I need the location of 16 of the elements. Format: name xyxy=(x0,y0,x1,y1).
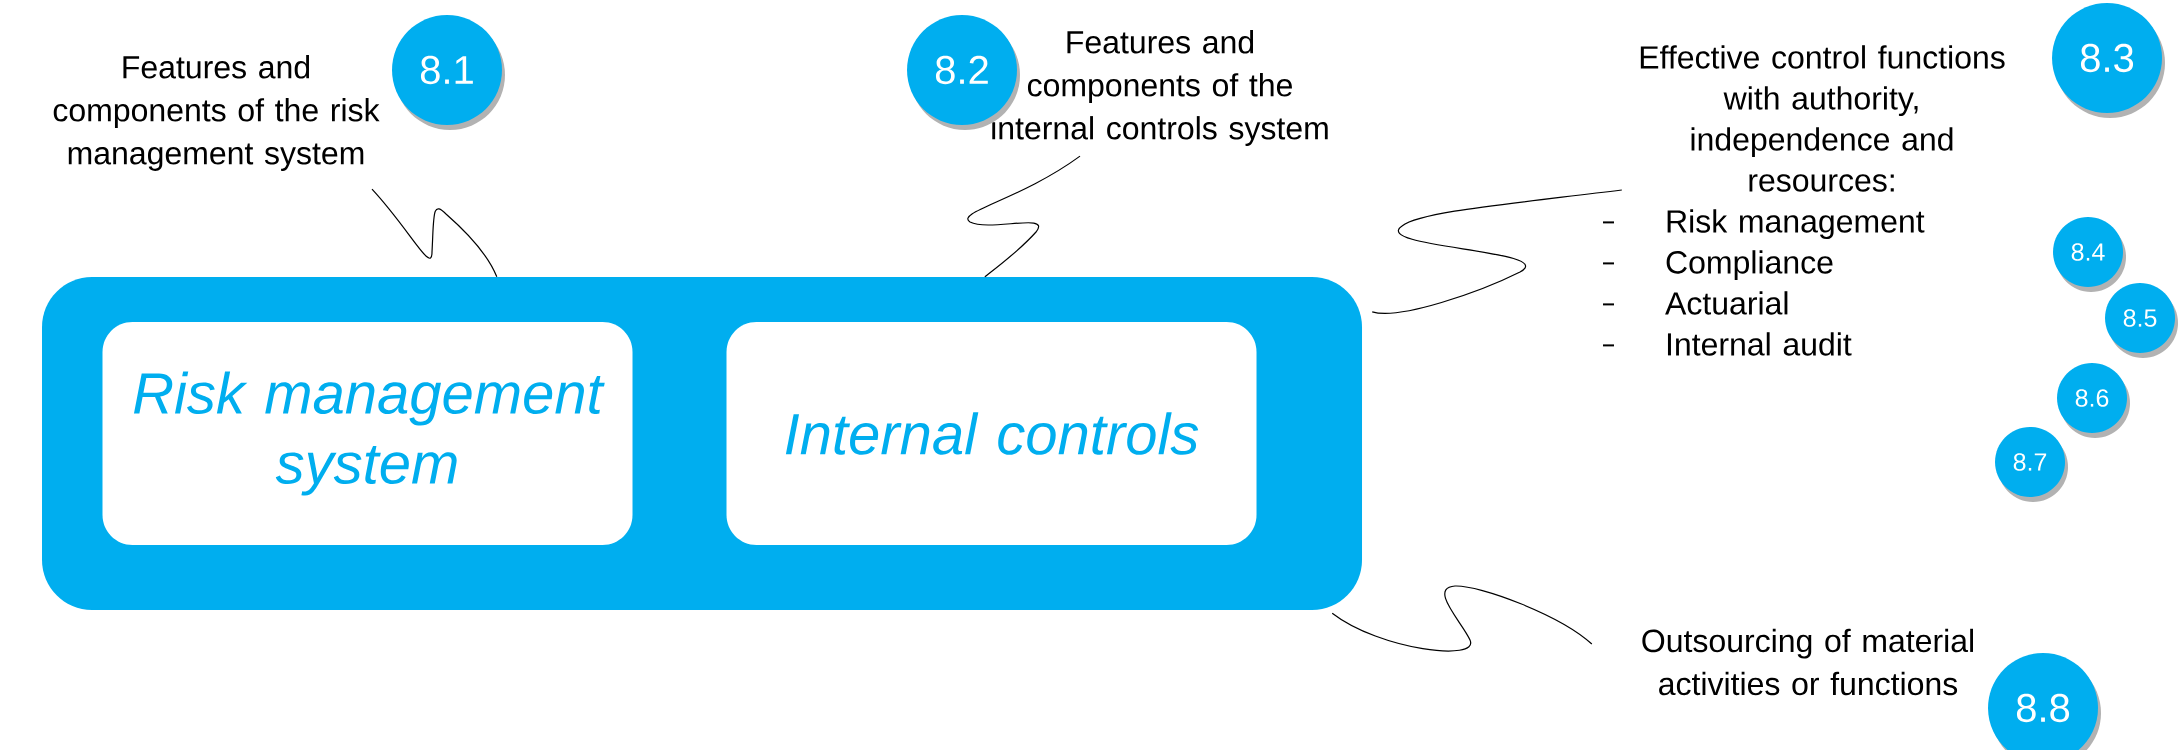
text-box: Risk management system xyxy=(102,322,633,545)
leader-line xyxy=(1371,189,1623,314)
callout-text: Outsourcing of material activities or functions xyxy=(1642,628,1973,696)
number-badge: 8.3 xyxy=(2052,3,2165,118)
number-badge: 8.8 xyxy=(1988,653,2101,750)
callout-list: Effective control functions with authority, independence and resources: Risk management Compliance Actuarial Internal audit xyxy=(1602,45,2005,356)
leader-line xyxy=(967,155,1081,278)
number-badge: 8.7 xyxy=(1995,427,2068,502)
number-badge: 8.5 xyxy=(2105,283,2178,358)
text-box: Internal controls xyxy=(726,322,1257,545)
number-badge: 8.6 xyxy=(2057,363,2130,438)
leader-line xyxy=(371,188,498,278)
number-badge: 8.4 xyxy=(2053,217,2126,292)
callout-text: Features and components of the risk management system xyxy=(53,55,380,171)
leader-line xyxy=(1331,585,1593,652)
number-badge: 8.1 xyxy=(392,15,505,130)
